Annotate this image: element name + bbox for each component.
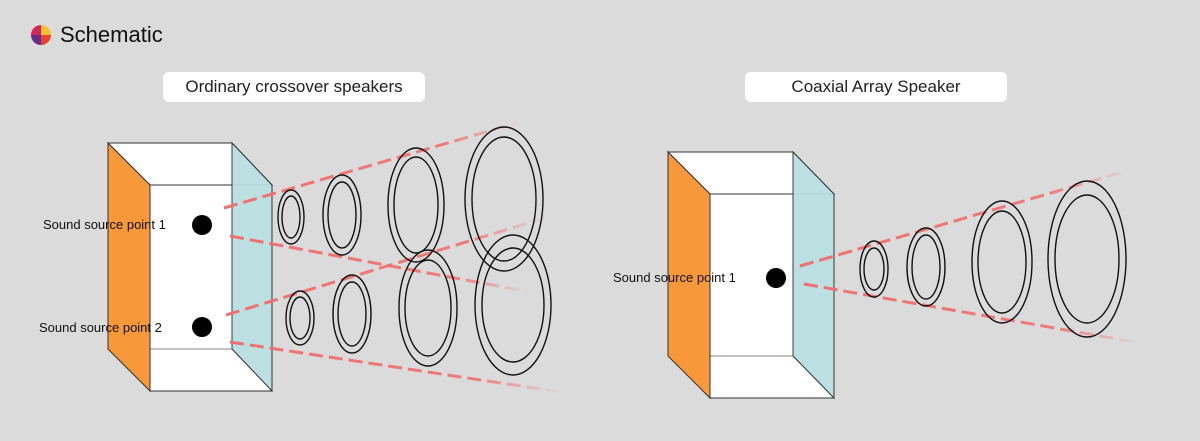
- coaxial-source-point-label: Sound source point 1: [613, 270, 736, 285]
- upper-sound-rings: [277, 126, 544, 272]
- panel-label-coaxial: Coaxial Array Speaker: [745, 72, 1007, 102]
- panel-label-ordinary: Ordinary crossover speakers: [163, 72, 425, 102]
- coaxial-beams: [799, 168, 1141, 345]
- crossover-beams: [223, 120, 561, 394]
- lower-sound-rings: [285, 234, 552, 376]
- coaxial-speaker-box: [666, 150, 836, 400]
- source-point-2-dot: [192, 317, 212, 337]
- source-point-2-label: Sound source point 2: [39, 320, 162, 335]
- source-point-1-label: Sound source point 1: [43, 217, 166, 232]
- source-point-1-dot: [192, 215, 212, 235]
- page-title: Schematic: [60, 22, 163, 47]
- crossover-speaker-box: [106, 141, 274, 393]
- coaxial-sound-rings: [859, 180, 1127, 338]
- color-wheel-icon: [31, 25, 51, 45]
- header: Schematic: [30, 22, 163, 48]
- coaxial-source-point-dot: [766, 268, 786, 288]
